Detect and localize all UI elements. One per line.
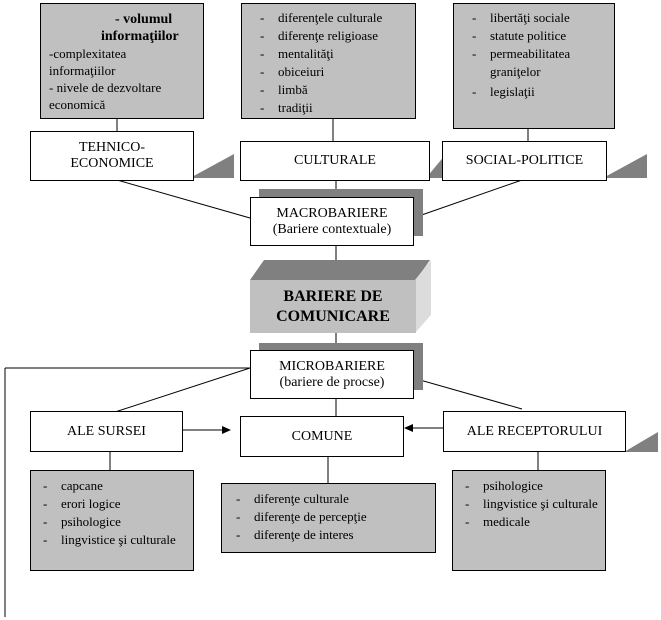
central-title-line: COMUNICARE	[276, 307, 390, 325]
details-line: - nivele de dezvoltare	[49, 80, 162, 95]
connector-line	[116, 179, 251, 219]
technical-economic-details-box: - volumul informaţiilor -complexitatea i…	[40, 3, 204, 119]
connector-line	[412, 179, 523, 219]
category-cultural: CULTURALE	[240, 141, 430, 181]
details-item: lingvistice şi culturale	[35, 531, 189, 549]
micro-title: MICROBARIERE	[279, 358, 385, 374]
details-item: erori logice	[35, 495, 189, 513]
details-heading-line: - volumul	[115, 12, 173, 27]
cultural-details-box: diferenţele culturale diferenţe religioa…	[241, 3, 416, 119]
central-block-top-face	[250, 260, 430, 280]
box-shadow-wedge	[190, 154, 234, 178]
common-barriers-box: COMUNE	[240, 416, 404, 457]
central-block-side-face	[415, 260, 431, 333]
details-item: statute politice	[464, 27, 610, 45]
details-heading-line: informaţiilor	[101, 29, 179, 44]
source-details-box: capcane erori logice psihologice lingvis…	[30, 470, 194, 571]
details-item: lingvistice şi culturale	[457, 495, 601, 513]
details-item: diferenţe de percepţie	[228, 508, 431, 526]
receiver-details-box: psihologice lingvistice şi culturale med…	[452, 470, 606, 571]
details-line: informaţiilor	[49, 63, 116, 78]
box-shadow-wedge	[426, 154, 446, 178]
social-political-details-box: libertăţi sociale statute politice perme…	[453, 3, 615, 129]
receiver-barriers-box: ALE RECEPTORULUI	[443, 411, 626, 452]
micro-barriers-box: MICROBARIERE (bariere de procse)	[250, 350, 414, 399]
macro-title: MACROBARIERE	[276, 205, 388, 221]
connector-line	[412, 377, 523, 410]
details-item: permeabilitatea graniţelor	[464, 45, 610, 81]
arrow-head-left	[222, 426, 231, 434]
details-item: diferenţe de interes	[228, 526, 431, 544]
details-item: capcane	[35, 477, 189, 495]
connector-line	[114, 367, 251, 413]
receiver-label: ALE RECEPTORULUI	[466, 423, 603, 439]
source-label: ALE SURSEI	[67, 423, 146, 439]
details-item: diferenţe culturale	[228, 490, 431, 508]
details-item: legislaţii	[464, 83, 610, 101]
category-label: CULTURALE	[294, 153, 376, 168]
details-item: psihologice	[457, 477, 601, 495]
central-title-line: BARIERE DE	[283, 287, 383, 305]
details-item: mentalităţi	[252, 45, 415, 63]
details-item: diferenţe religioase	[252, 27, 415, 45]
macro-subtitle: (Bariere contextuale)	[272, 221, 392, 237]
central-barriers-block: BARIERE DE COMUNICARE	[250, 280, 416, 333]
details-item: medicale	[457, 513, 601, 531]
details-item: libertăţi sociale	[464, 9, 610, 27]
details-line: -complexitatea	[49, 46, 127, 61]
category-social-political: SOCIAL-POLITICE	[442, 141, 607, 181]
arrow-head-right	[404, 424, 413, 432]
details-line: economică	[49, 97, 106, 112]
category-technical-economic: TEHNICO- ECONOMICE	[30, 131, 194, 181]
details-item: obiceiuri	[252, 63, 415, 81]
common-details-box: diferenţe culturale diferenţe de percepţ…	[221, 483, 436, 553]
category-label: TEHNICO-	[78, 140, 146, 155]
common-label: COMUNE	[291, 428, 353, 444]
source-barriers-box: ALE SURSEI	[30, 411, 183, 452]
details-item: diferenţele culturale	[252, 9, 415, 27]
box-shadow-wedge	[603, 154, 647, 178]
details-item: limbă	[252, 81, 415, 99]
micro-subtitle: (bariere de procse)	[279, 374, 385, 390]
category-label: SOCIAL-POLITICE	[465, 153, 584, 168]
details-item: psihologice	[35, 513, 189, 531]
category-label: ECONOMICE	[70, 156, 154, 171]
macro-barriers-box: MACROBARIERE (Bariere contextuale)	[250, 197, 414, 246]
box-shadow-wedge	[624, 432, 658, 452]
details-item: tradiţii	[252, 99, 415, 117]
